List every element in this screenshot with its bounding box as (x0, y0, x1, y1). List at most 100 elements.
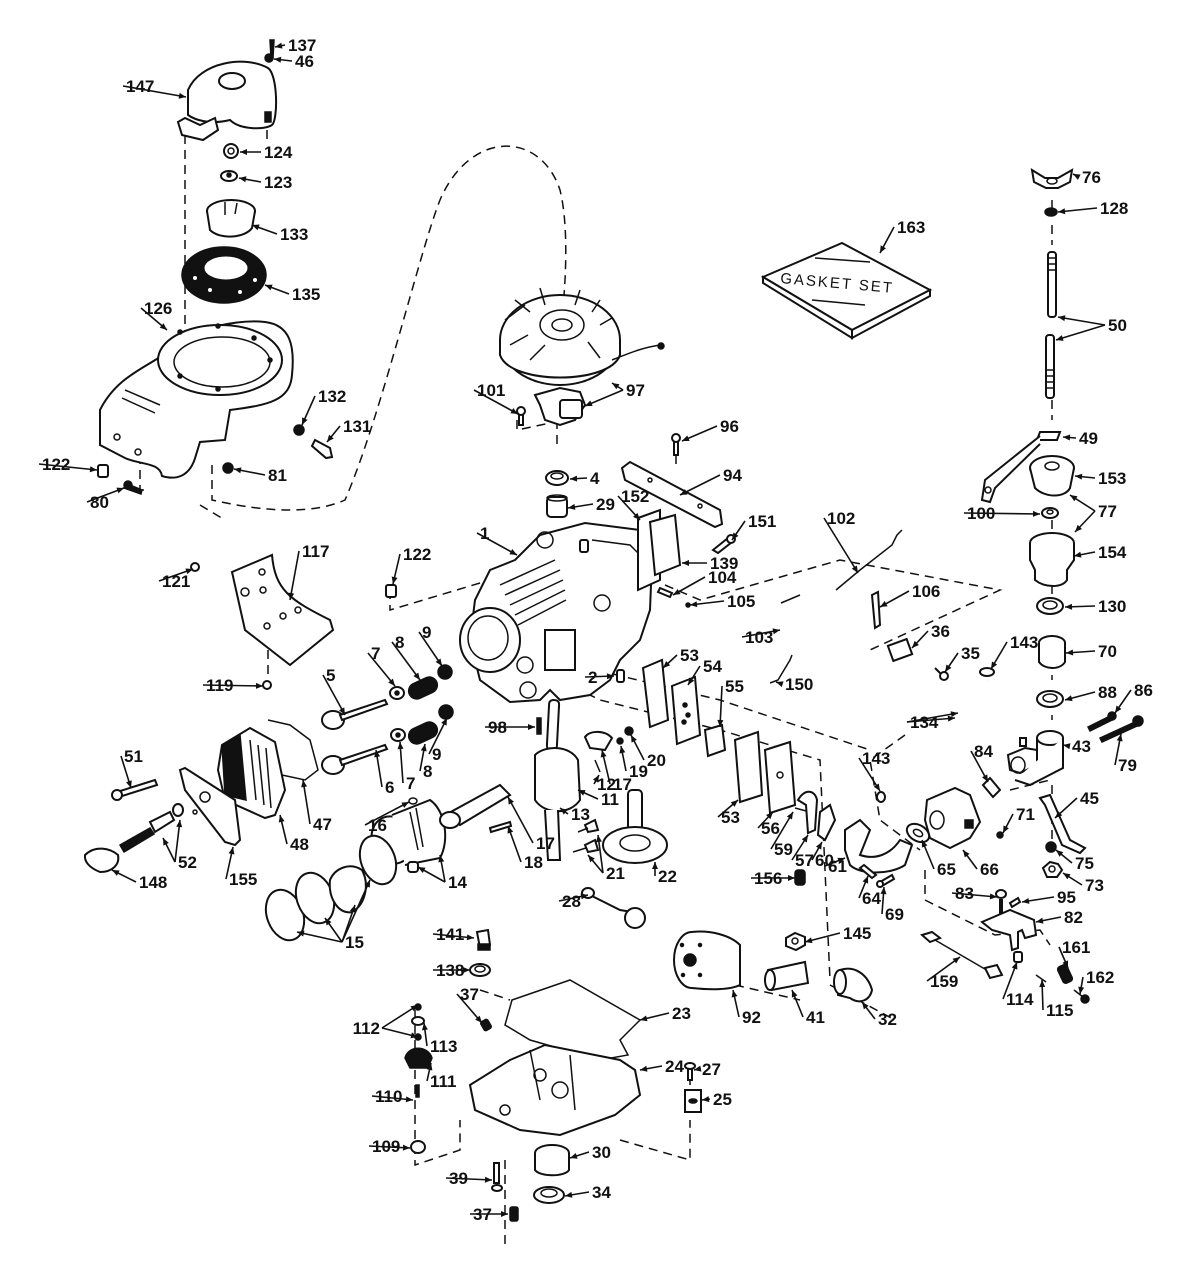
screw-162 (1073, 989, 1090, 1004)
callout-69: 69 (880, 886, 904, 924)
callout-label: 152 (621, 487, 649, 506)
arrowhead (568, 503, 576, 510)
callout-6: 6 (374, 749, 394, 797)
callout-label: 112 (353, 1019, 380, 1038)
callout-79: 79 (1114, 733, 1137, 775)
screw-96 (671, 433, 681, 456)
arrowhead (159, 323, 167, 330)
callout-131: 131 (326, 417, 371, 443)
leader-line (122, 85, 187, 98)
callout-label: 65 (937, 860, 956, 879)
callout-47: 47 (301, 779, 332, 834)
callout-37a: 37 (456, 985, 483, 1024)
arrowhead (1074, 551, 1082, 558)
callout-56: 56 (757, 811, 780, 838)
leader-line (381, 1004, 419, 1029)
callout-4: 4 (569, 469, 600, 488)
leader-line (302, 779, 311, 825)
callout-label: 126 (144, 299, 172, 318)
callout-94: 94 (679, 466, 742, 496)
callout-label: 57 (795, 851, 814, 870)
callout-label: 111 (430, 1072, 457, 1091)
arrowhead (1075, 473, 1083, 480)
arrowhead (873, 783, 880, 791)
callout-label: 21 (606, 864, 625, 883)
callout-64: 64 (858, 875, 881, 908)
arrowhead (475, 1015, 482, 1023)
arrowhead (466, 934, 474, 941)
callout-label: 1 (480, 524, 489, 543)
screw-115 (1035, 974, 1047, 983)
arrowhead (1078, 986, 1085, 994)
arrowhead (278, 815, 285, 823)
callout-70: 70 (1065, 642, 1117, 661)
callout-label: 32 (878, 1010, 897, 1029)
callout-145: 145 (804, 924, 871, 944)
leader-line (770, 811, 794, 850)
callout-57: 57 (791, 834, 814, 870)
callout-17b: 17 (507, 796, 555, 853)
callout-115: 115 (1039, 979, 1073, 1020)
callout-label: 92 (742, 1008, 761, 1027)
callout-label: 115 (1046, 1001, 1073, 1020)
callout-label: 64 (862, 889, 881, 908)
callout-29: 29 (567, 495, 615, 514)
callout-123: 123 (238, 173, 292, 192)
screw-35 (934, 667, 949, 681)
callout-143a: 143 (990, 633, 1038, 670)
callout-109: 109 (368, 1137, 411, 1156)
arrowhead (349, 905, 356, 913)
leader-line (473, 389, 519, 415)
callout-35: 35 (944, 644, 980, 673)
arrowhead (388, 678, 395, 686)
nut-81 (222, 462, 234, 474)
callout-20: 20 (630, 734, 666, 770)
block-55 (703, 723, 727, 758)
callout-label: 47 (313, 815, 332, 834)
callout-label: 159 (930, 972, 958, 991)
leader-line (1057, 316, 1106, 326)
callout-25: 25 (701, 1090, 732, 1109)
callout-label: 22 (658, 867, 677, 886)
washer-123 (220, 170, 238, 182)
callout-124: 124 (240, 143, 293, 162)
callout-8b: 8 (419, 743, 432, 781)
nut-71 (996, 831, 1004, 839)
arrowhead (682, 560, 689, 566)
plug-37b (509, 1206, 519, 1222)
callout-41: 41 (791, 989, 825, 1027)
callout-22: 22 (652, 862, 677, 886)
nut-145 (785, 931, 806, 952)
spring-103 (780, 594, 801, 604)
callout-label: 143 (862, 749, 890, 768)
callout-label: 131 (343, 417, 371, 436)
arrowhead (1011, 962, 1018, 970)
bushing-30 (534, 1144, 570, 1177)
plate-56 (763, 740, 797, 815)
arrowhead (717, 719, 724, 727)
callout-7a: 7 (367, 644, 396, 687)
callout-label: 104 (708, 568, 737, 587)
callout-16: 16 (364, 801, 410, 835)
pin-110 (415, 1084, 420, 1098)
callout-30: 30 (569, 1143, 611, 1162)
gasket-65 (905, 822, 931, 844)
screw-83 (995, 889, 1007, 916)
leader-line (174, 819, 181, 863)
washer-128 (1044, 207, 1058, 217)
pin-12 (594, 759, 601, 773)
arrowhead (418, 867, 426, 874)
gasket-84 (981, 776, 1002, 799)
arrowhead (509, 548, 517, 555)
arrowhead (688, 677, 695, 685)
callout-label: 128 (1100, 199, 1128, 218)
callout-18: 18 (507, 825, 543, 872)
callout-label: 59 (774, 840, 793, 859)
arrowhead (364, 880, 370, 888)
callout-59: 59 (770, 811, 794, 859)
ignition-module (533, 386, 587, 427)
arrowhead (426, 1063, 433, 1071)
arrowhead (1075, 524, 1082, 532)
callout-119: 119 (202, 676, 264, 695)
callout-86: 86 (1114, 681, 1153, 714)
